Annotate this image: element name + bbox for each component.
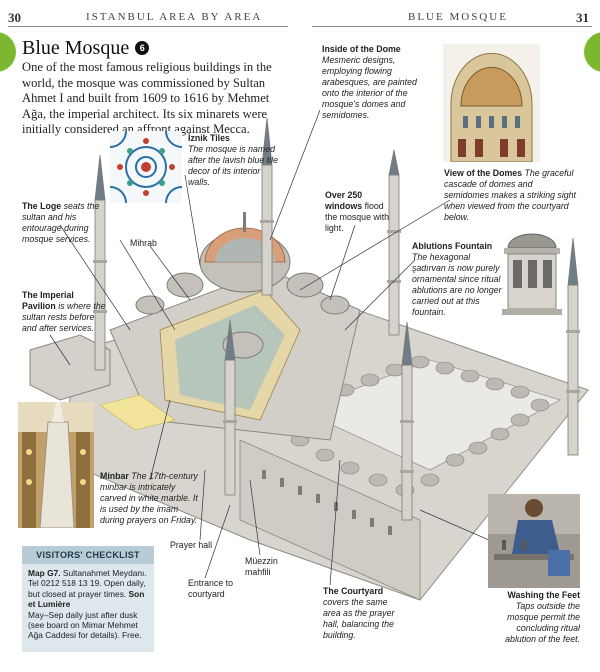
intro-paragraph: One of the most famous religious buildin…	[22, 60, 272, 136]
map-number-badge: 6	[135, 41, 150, 55]
label-mihrab: Mihrab	[130, 238, 157, 248]
caption-view-domes: View of the Domes The graceful cascade o…	[444, 168, 577, 222]
label-entrance-to-courtyard: Entrance to courtyard	[188, 578, 233, 599]
left-section-title: ISTANBUL AREA BY AREA	[86, 11, 263, 23]
left-page-number: 30	[8, 10, 21, 25]
right-section-title: BLUE MOSQUE	[408, 11, 508, 23]
caption-imperial-pavilion: The Imperial Pavilion is where the sulta…	[22, 290, 106, 333]
page-header: 30 ISTANBUL AREA BY AREA BLUE MOSQUE 31	[0, 0, 600, 30]
caption-windows: Over 250 windows flood the mosque with l…	[325, 190, 390, 233]
dome-interior-photo	[443, 44, 540, 162]
caption-loge: The Loge seats the sultan and his entour…	[22, 201, 100, 244]
checklist-body: Map G7. Sultanahmet Meydanı. Tel 0212 51…	[28, 568, 147, 641]
visitors-checklist-box: VISITORS' CHECKLIST Map G7. Sultanahmet …	[22, 546, 154, 652]
iznik-tile-photo	[110, 131, 182, 203]
caption-courtyard: The Courtyard covers the same area as th…	[323, 586, 395, 640]
right-chapter-tab	[584, 32, 600, 72]
label-muezzin-mahfili: Müezzin mahfili	[245, 556, 278, 577]
left-chapter-tab	[0, 32, 16, 72]
right-page-number: 31	[576, 10, 589, 25]
ablutions-fountain-photo	[498, 222, 566, 318]
label-prayer-hall: Prayer hall	[170, 540, 213, 550]
caption-minbar: Minbar The 17th-century minbar is intric…	[100, 471, 198, 525]
checklist-heading: VISITORS' CHECKLIST	[22, 546, 154, 564]
washing-feet-photo	[488, 494, 580, 588]
minbar-photo	[18, 402, 94, 528]
